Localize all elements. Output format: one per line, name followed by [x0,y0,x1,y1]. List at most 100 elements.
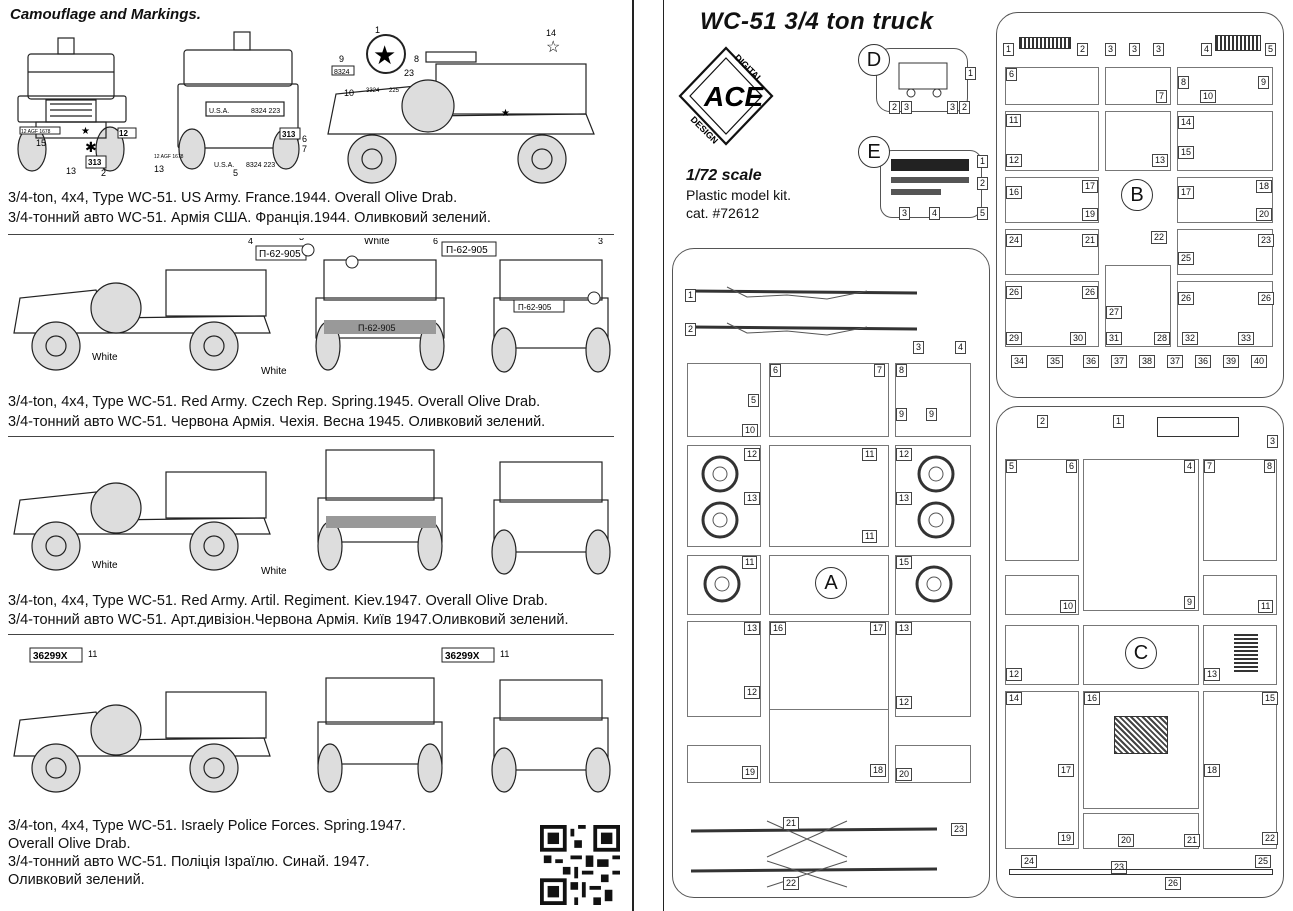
part-c5: 5 [1006,460,1018,473]
bottom-part-row: 34 35 36 37 38 37 36 39 40 [1011,355,1271,371]
scheme-4-front-view [317,677,443,793]
part-b3c: 3 [1153,43,1165,56]
cell-a19: 19 [687,745,761,783]
cell-wheels-right: 12 13 [895,445,971,547]
part-c9: 9 [1184,596,1196,609]
label-serial-rear: 8324 223 [251,108,280,115]
part-c26: 26 [1165,877,1182,890]
cell-a11-wheel: 11 [687,555,761,615]
label-plate-front: П-62-905 [358,323,396,333]
sprue-c: 2 1 3 5 6 4 9 7 8 10 11 12 C 13 14 17 19… [996,406,1284,898]
label-usa-rear-low: U.S.A. [214,162,234,169]
cell-a13-a12-right: 13 12 [895,621,971,717]
callout-8: 8 [414,54,419,64]
part-b26d: 26 [1258,292,1275,305]
label-225: 225 [389,88,400,94]
part-c16: 16 [1084,692,1101,705]
big-star-insignia: ★ [373,40,396,70]
part-a13c: 13 [744,622,761,635]
part-d2b: 2 [959,101,971,114]
cell-a8-a9: 8 9 9 [895,363,971,437]
star-mark: ★ [81,126,90,137]
cell-b6: 6 [1005,67,1099,105]
part-a13b: 13 [896,492,913,505]
cell-c11: 11 [1203,575,1277,615]
cell-a5-a10: 5 10 [687,363,761,437]
part-a12b: 12 [896,448,913,461]
part-a4: 4 [955,341,967,354]
part-b18: 18 [1256,180,1273,193]
part-a11b: 11 [742,556,758,569]
cell-b7: 7 [1105,67,1171,105]
cell-b26-b32-b33: 26 26 32 33 [1177,281,1275,347]
scheme-2-drawings: White White П-62-905 4 П-62-905 3 White … [13,238,611,377]
part-a10: 10 [742,424,759,437]
part-c8: 8 [1264,460,1276,473]
callout-3b: 3 [598,238,603,246]
cell-a20: 20 [895,745,971,783]
scheme-2-caption-ua: 3/4-тонний авто WC-51. Червона Армія. Че… [8,414,546,430]
part-c18: 18 [1204,764,1221,777]
part-d2: 2 [889,101,901,114]
scheme-2-side-view [13,269,271,371]
part-a-frame-lower [690,820,938,888]
scheme-3-drawings: White White [13,449,611,577]
cell-wheels-a13-a12: 13 12 [687,621,761,717]
part-c4: 4 [1184,460,1196,473]
part-b8: 8 [1178,76,1190,89]
label-white-2: White [261,566,287,577]
scheme-1-side-view [327,51,595,184]
part-a9: 9 [896,408,908,421]
part-b39: 39 [1223,355,1240,368]
kit-line: Plastic model kit. [686,187,792,203]
divider [8,234,614,235]
part-a20: 20 [896,768,913,781]
part-c25: 25 [1255,855,1272,868]
part-c1: 1 [1113,415,1125,428]
part-a12d: 12 [896,696,913,709]
part-b25: 25 [1178,252,1195,265]
part-b17b: 17 [1178,186,1195,199]
part-b6: 6 [1006,68,1018,81]
callout-6: 6 [433,238,438,246]
sprue-label-a: A [815,567,847,599]
callout-15: 13 [66,166,76,176]
part-b13: 13 [1152,154,1169,167]
part-c22: 22 [1262,832,1279,845]
ace-logo: ACE DIGITAL DESIGN [678,46,774,146]
scheme-4-caption-ua-2: Оливковий зелений. [8,872,145,888]
part-b17: 17 [1082,180,1099,193]
cell-a11: 11 11 [769,445,889,547]
part-a19: 19 [742,766,759,779]
wheel-parts [701,455,739,539]
sprue-label-d: D [858,44,890,76]
label-white-1: White [92,560,118,571]
scheme-3-side-view [13,471,271,571]
part-b3: 3 [1105,43,1117,56]
sprue-b: 1 2 3 3 3 4 5 6 7 8 9 10 11 12 13 14 15 … [996,12,1284,398]
cell-b14-b15: 14 15 [1177,111,1273,171]
cell-c5-c6: 5 6 [1005,459,1079,561]
scheme-4-side-view [13,691,271,793]
part-a5: 5 [748,394,760,407]
part-b36: 36 [1083,355,1100,368]
label-plate-36299x: 36299X [33,651,68,662]
part-c12: 12 [1006,668,1023,681]
part-b10: 10 [1200,90,1217,103]
cell-b21-b24: 24 21 [1005,229,1099,275]
catalog-number: cat. #72612 [686,205,760,221]
label-reg-front: 12 AGF 1678 [21,129,51,135]
part-c6: 6 [1066,460,1078,473]
cell-wheels-a12-a13: 12 13 [687,445,761,547]
part-b29: 29 [1006,332,1023,345]
part-b33: 33 [1238,332,1255,345]
part-a13d: 13 [896,622,913,635]
label-plate-callout-2: П-62-905 [446,245,488,256]
label-313-front: 313 [88,158,102,167]
cell-b16-b17-b19: 16 17 19 [1005,177,1099,223]
cell-a15: 15 [895,555,971,615]
part-a3: 3 [913,341,925,354]
part-e3: 3 [899,207,911,220]
label-plate-callout: П-62-905 [259,249,301,260]
label-serial-rear-low: 8324 223 [246,162,275,169]
